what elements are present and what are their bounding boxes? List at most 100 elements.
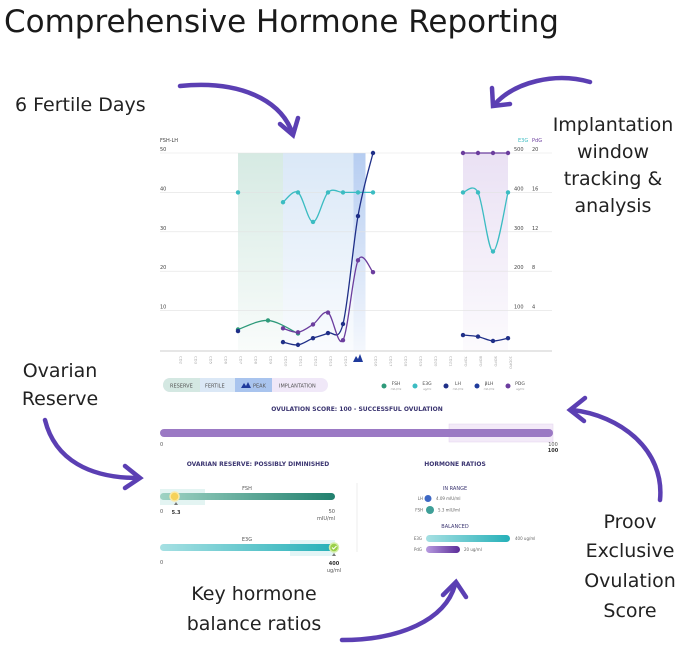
y-tick-e3g: 300 <box>514 226 524 232</box>
y-tick-pdg: 12 <box>532 226 538 232</box>
lh-point <box>295 342 301 348</box>
lh-ratio-value: 4.09 mIU/ml <box>436 496 461 501</box>
lh-legend-dot <box>443 383 449 389</box>
e3g-pointer-icon <box>332 553 336 556</box>
fsh-legend-unit: mIU/ml <box>391 387 402 391</box>
x-tick-label: CD3 <box>194 356 199 365</box>
βlh-legend-dot <box>474 383 480 389</box>
x-tick-label: CD6 <box>224 356 229 365</box>
e3g-marker <box>328 542 340 553</box>
fsh-pointer-icon <box>174 502 178 505</box>
e3g-value: 400 <box>329 561 340 567</box>
fsh-label: FSH <box>242 486 252 492</box>
x-tick-label: CD16 <box>374 356 379 367</box>
arrow-ovarian-reserve <box>42 417 141 481</box>
lh-point <box>310 335 316 341</box>
lh-point <box>370 150 376 156</box>
e3g-point <box>355 190 361 195</box>
pdg-point <box>490 150 496 156</box>
annotation-ratios: Key hormone balance ratios <box>187 583 322 635</box>
x-tick-label: CD19 <box>419 356 424 367</box>
arrow-ratios <box>339 582 458 643</box>
y-tick-e3g: 500 <box>514 147 524 153</box>
annotation-line: Reserve <box>22 388 98 410</box>
e3g-legend-label: E3G <box>422 381 432 387</box>
x-tick-label: CD7 <box>239 356 244 365</box>
lh-legend-label: LH <box>455 381 461 387</box>
x-tick-label: CD21 <box>449 356 454 367</box>
annotation-line: Key hormone <box>191 583 317 605</box>
phase-fade <box>160 153 552 350</box>
pdg-point <box>310 322 316 327</box>
legend-reserve: RESERVE <box>170 384 193 390</box>
phase-legend: RESERVE FERTILE PEAK IMPLANTATION <box>163 378 328 392</box>
annotation-line: Proov <box>603 511 656 533</box>
arrow-implantation <box>492 75 593 107</box>
x-tick-label: CD18 <box>404 356 409 367</box>
pdg-point <box>295 330 301 335</box>
y-label-pdg: PdG <box>532 138 542 144</box>
x-tick-label: CD10 <box>284 356 289 367</box>
y-tick-pdg: 4 <box>532 305 535 311</box>
annotation-arrows <box>42 75 663 643</box>
e3g-point <box>280 200 286 205</box>
pdg-point <box>460 150 466 156</box>
lh-point <box>235 328 241 334</box>
annotation-line: balance ratios <box>187 613 322 635</box>
x-tick-label: 9DPO <box>494 356 499 367</box>
e3g-legend-unit: ug/ml <box>423 387 432 391</box>
fsh-unit: mIU/ml <box>317 516 335 522</box>
ovulation-min: 0 <box>160 442 163 448</box>
y-tick-left: 10 <box>160 305 166 311</box>
pdg-legend-label: PDG <box>515 381 525 387</box>
e3g-ratio-value: 400 ug/ml <box>515 536 535 541</box>
annotation-fertile-days: 6 Fertile Days <box>15 94 146 116</box>
arrow-head <box>122 463 144 491</box>
y-tick-pdg: 20 <box>532 147 538 153</box>
peak-icon <box>241 382 251 388</box>
e3g-point <box>505 190 511 195</box>
annotation-line: Ovarian <box>23 360 98 382</box>
y-tick-left: 50 <box>160 147 166 153</box>
lh-legend-unit: mIU/ml <box>453 387 464 391</box>
fsh-marker <box>169 491 180 502</box>
annotation-line: window <box>577 141 649 163</box>
lh-point <box>340 321 346 327</box>
x-tick-label: CD13 <box>329 356 334 367</box>
arrow-head <box>489 85 513 109</box>
y-tick-e3g: 100 <box>514 305 524 311</box>
pdg-point <box>355 258 361 263</box>
arrow-head <box>566 395 588 424</box>
pdg-ratio-value: 20 ug/ml <box>464 547 482 552</box>
x-tick-label: 10DPO <box>509 356 514 369</box>
x-tick-label: CD9 <box>269 356 274 365</box>
ovulation-max: 100 <box>548 442 558 448</box>
balanced-heading: BALANCED <box>441 524 469 530</box>
check-icon <box>331 545 337 550</box>
x-tick-label: CD14 <box>344 356 349 367</box>
e3g-legend-dot <box>412 383 418 389</box>
x-tick-label: 7DPO <box>464 356 469 367</box>
fsh-max: 50 <box>329 509 335 515</box>
arrow-head <box>440 578 469 600</box>
annotation-line: analysis <box>575 195 652 217</box>
e3g-point <box>295 190 301 195</box>
lh-point <box>505 335 511 341</box>
page-title: Comprehensive Hormone Reporting <box>4 4 559 40</box>
y-tick-left: 30 <box>160 226 166 232</box>
annotation-line: Implantation <box>553 114 674 136</box>
arrow-ovulation-score <box>569 407 663 503</box>
e3g-point <box>310 219 316 225</box>
e3g-point <box>340 190 346 195</box>
y-tick-left: 40 <box>160 186 166 192</box>
e3g-unit: ug/ml <box>327 568 341 574</box>
annotation-line: tracking & <box>564 168 663 190</box>
legend-peak: PEAK <box>253 384 267 390</box>
lh-line <box>462 334 509 342</box>
y-tick-pdg: 8 <box>532 265 535 271</box>
x-tick-label: CD2 <box>179 356 184 365</box>
x-tick-label: CD5 <box>209 356 214 365</box>
pdg-ratio-bar <box>426 546 460 553</box>
